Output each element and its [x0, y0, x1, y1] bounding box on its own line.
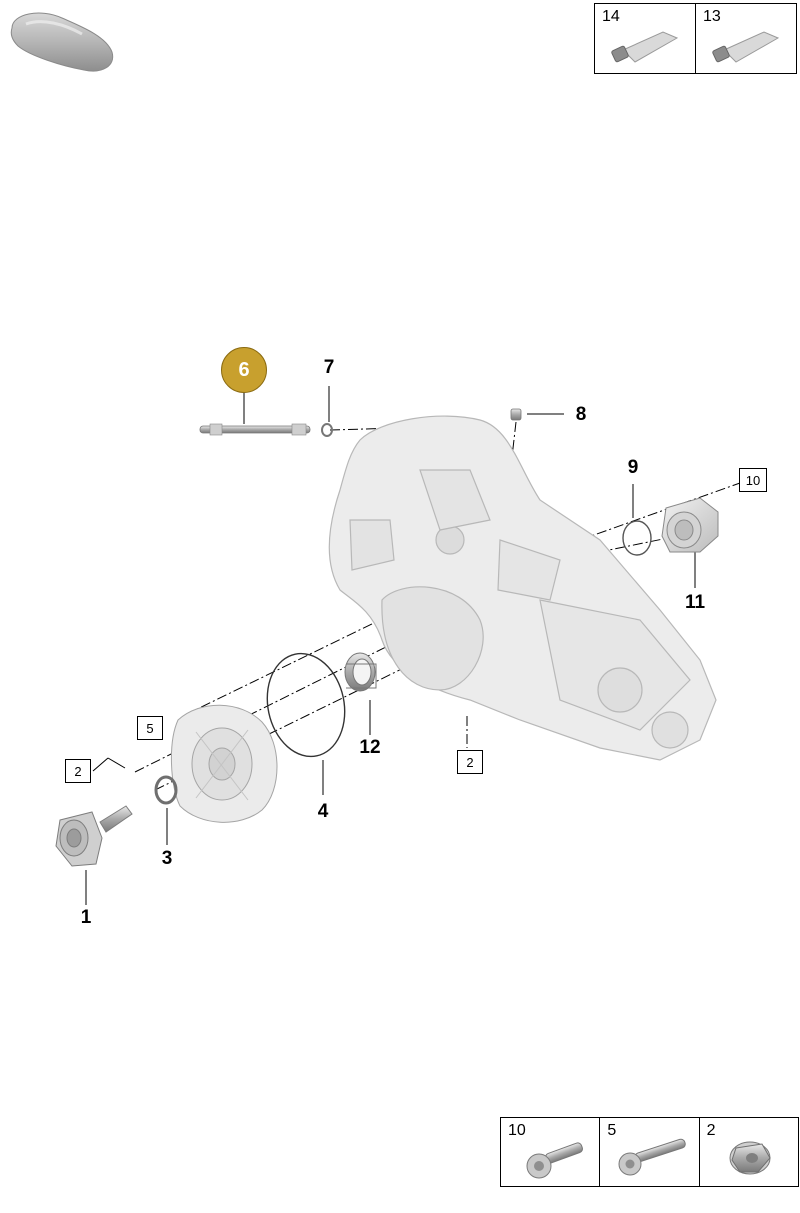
legend-cell-10[interactable]: 10	[501, 1118, 601, 1186]
box-ref-2[interactable]: 2	[65, 759, 91, 783]
box-ref-2[interactable]: 2	[457, 750, 483, 774]
o-ring-4	[266, 652, 346, 758]
side-cover-part	[171, 704, 278, 823]
callout-7[interactable]: 7	[323, 357, 335, 378]
sealant-tube-icon	[712, 31, 780, 63]
callout-9[interactable]: 9	[627, 457, 639, 478]
legend-number: 10	[508, 1122, 526, 1139]
flange-shaft-part	[55, 805, 133, 867]
transmission-housing	[328, 415, 717, 761]
shaft-part	[199, 423, 311, 436]
legend-cell-13[interactable]: 13	[696, 4, 796, 73]
flange-bolt-icon	[526, 1142, 583, 1179]
bearing-cup-part	[344, 652, 377, 692]
callout-8[interactable]: 8	[575, 404, 587, 425]
callout-3[interactable]: 3	[161, 848, 173, 869]
top-legend: 14 13	[594, 3, 797, 74]
vehicle-silhouette-icon	[10, 12, 114, 72]
box-ref-10[interactable]: 10	[739, 468, 767, 492]
actuator-part	[661, 497, 719, 553]
sealant-tube-icon	[611, 31, 679, 63]
legend-number: 2	[706, 1122, 716, 1139]
plug-part	[510, 408, 522, 421]
seal-part	[154, 775, 178, 805]
legend-cell-5[interactable]: 5	[600, 1118, 700, 1186]
collar-nut-icon	[729, 1141, 771, 1175]
legend-number: 14	[602, 8, 620, 25]
legend-cell-2[interactable]: 2	[700, 1118, 798, 1186]
o-ring-small	[321, 423, 333, 437]
leader-lines	[85, 386, 696, 905]
callout-4[interactable]: 4	[317, 801, 329, 822]
callout-12[interactable]: 12	[359, 737, 381, 758]
highlighted-part-6-badge[interactable]: 6	[221, 347, 267, 393]
box-ref-5[interactable]: 5	[137, 716, 163, 740]
callout-11[interactable]: 11	[684, 592, 706, 613]
bottom-legend: 10 5 2	[500, 1117, 799, 1187]
long-flange-bolt-icon	[618, 1138, 687, 1176]
legend-number: 13	[703, 8, 721, 25]
legend-number: 5	[607, 1122, 617, 1139]
legend-cell-14[interactable]: 14	[595, 4, 696, 73]
callout-1[interactable]: 1	[80, 907, 92, 928]
o-ring-9	[622, 520, 652, 556]
